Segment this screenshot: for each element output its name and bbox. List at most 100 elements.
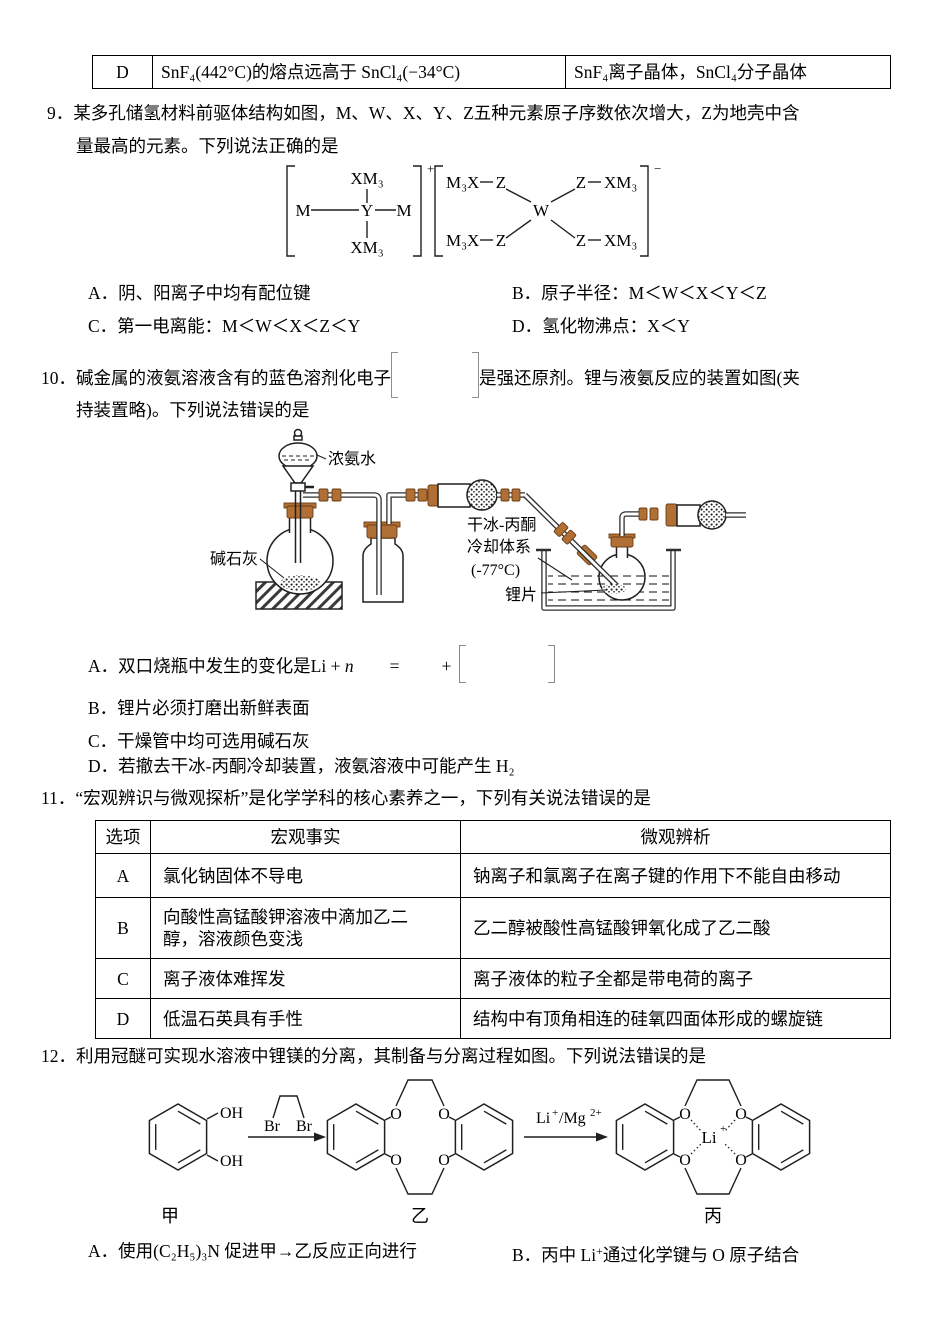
solvated-electron-placeholder: [391, 352, 479, 398]
fact-cell: SnF₄(442°C)的熔点远高于 SnCl₄(−34°C): [152, 55, 566, 89]
tube-connector: [405, 488, 416, 502]
oxygen-label: O: [390, 1106, 402, 1123]
ring-o-bond: [448, 1116, 456, 1121]
option-letter: C: [95, 958, 151, 999]
q10-option-d: D．若撤去干冰-丙酮冷却装置，液氨溶液中可能产生 H₂: [88, 756, 515, 776]
q11-stem: 11．“宏观辨识与微观探析”是化学学科的核心素养之一，下列有关说法错误的是: [41, 785, 651, 811]
q12-stem: 12．利用冠醚可实现水溶液中锂镁的分离，其制备与分离过程如图。下列说法错误的是: [41, 1043, 706, 1069]
q9-option-b: B．原子半径：M＜W＜X＜Y＜Z: [512, 283, 767, 303]
anion-tl-group: M₃X: [446, 173, 479, 192]
coordination-bond: [723, 1142, 736, 1155]
q10-option-a-prefix: A．双口烧瓶中发生的变化是: [88, 656, 311, 676]
apparatus-diagram: 浓氨水 碱石灰 干冰-丙酮 冷却体系 (-77°C) 锂片: [210, 428, 746, 611]
cation-bracket-left: [286, 165, 295, 257]
q11-number: 11．: [41, 788, 76, 808]
bing-label: 丙: [704, 1206, 722, 1226]
table-row: D SnF₄(442°C)的熔点远高于 SnCl₄(−34°C) SnF₄离子晶…: [92, 55, 891, 89]
q12-option-a: A．使用(C₂H₅)₃N 促进甲→乙反应正向进行: [88, 1241, 417, 1261]
fact-cell: 氯化钠固体不导电: [150, 853, 461, 898]
anion-diag-bl: [505, 219, 532, 239]
arrow2-label-mg-sup: 2+: [590, 1107, 602, 1119]
oh-label: OH: [220, 1105, 244, 1122]
q12-option-b: B．丙中 Li+通过化学键与 O 原子结合: [512, 1238, 799, 1268]
oxygen-label: O: [390, 1152, 402, 1169]
arrow2-label-li-sup: +: [552, 1107, 558, 1119]
cooling-label-2: 冷却体系: [467, 538, 531, 556]
q10-stem-after: 是强还原剂。锂与液氨反应的装置如图(夹: [479, 368, 800, 388]
propane-zigzag: [272, 1095, 305, 1119]
table-row: C 离子液体难挥发 离子液体的粒子全都是带电荷的离子: [95, 958, 891, 999]
analysis-cell: 结构中有顶角相连的硅氧四面体形成的螺旋链: [460, 998, 891, 1039]
anion-bracket-left: [434, 165, 443, 257]
option-letter: D: [92, 55, 153, 89]
q12-option-b-sup: +: [596, 1244, 603, 1258]
ring-o-bond: [384, 1116, 392, 1121]
pointer-line: [316, 454, 327, 460]
q9-stem-line2: 量最高的元素。下列说法正确的是: [76, 136, 339, 156]
anion-bl-z: Z: [496, 231, 506, 250]
q9-structure-diagram: + XM₃ M Y M XM₃ − M₃X Z Z XM₃ W M₃X Z Z …: [286, 161, 661, 257]
funnel-cone: [281, 465, 315, 484]
anion-tr-z: Z: [576, 173, 586, 192]
tube-connector: [331, 488, 342, 502]
pointer-line: [537, 557, 573, 581]
q10-stem-line2: 持装置略)。下列说法错误的是: [76, 400, 310, 420]
analysis-cell: 钠离子和氯离子在离子键的作用下不能自由移动: [460, 853, 891, 898]
fact-cell: 低温石英具有手性: [150, 998, 461, 1039]
q12-option-b-text2: 通过化学键与 O 原子结合: [602, 1245, 800, 1265]
ring-o-bond: [673, 1116, 681, 1121]
oh-bond: [206, 1154, 219, 1162]
analysis-cell: 乙二醇被酸性高锰酸钾氧化成了乙二酸: [460, 897, 891, 959]
tube-connector: [553, 522, 569, 537]
soda-lime-fill: [280, 575, 320, 591]
anion-bl-group: M₃X: [446, 231, 479, 250]
equation-bracket-left: [459, 645, 467, 683]
cation-bottom-group: XM₃: [350, 238, 383, 257]
anion-diag-br: [550, 219, 576, 239]
anion-charge: −: [654, 161, 661, 176]
jia-label: 甲: [161, 1206, 179, 1226]
equation-equals: =: [389, 656, 400, 676]
wash-bottle: [362, 537, 404, 603]
q12-number: 12．: [41, 1046, 76, 1066]
cation-center-atom: Y: [361, 201, 373, 220]
placeholder-bracket-right: [472, 352, 479, 398]
q10-number: 10．: [41, 368, 76, 388]
tube-to-dryer2: [619, 511, 640, 536]
anion-br-group: XM₃: [604, 231, 637, 250]
q10-option-a: A．双口烧瓶中发生的变化是Li + n=+: [88, 645, 556, 683]
funnel-stopcock: [290, 482, 306, 492]
br-label: Br: [296, 1118, 313, 1135]
dryer1-bulb: [466, 479, 498, 511]
anion-diag-tr: [550, 188, 576, 203]
equation: Li + n=+: [311, 645, 556, 683]
benzene-ring: [326, 1103, 386, 1171]
bridge-top: [684, 1079, 742, 1107]
header-analysis: 微观辨析: [460, 820, 891, 854]
coordination-bond: [690, 1142, 703, 1155]
oh-label: OH: [220, 1153, 244, 1170]
ring-o-bond: [745, 1153, 753, 1158]
equation-plus: +: [441, 656, 452, 676]
arrow2-label-li: Li: [536, 1110, 551, 1127]
q12-option-b-text1: B．丙中 Li: [512, 1245, 597, 1265]
li-ion-sup: +: [720, 1123, 726, 1135]
option-letter: D: [95, 998, 151, 1039]
benzene-ring: [148, 1103, 208, 1171]
arrow2-label-mg: /Mg: [559, 1110, 586, 1127]
option-letter: A: [95, 853, 151, 898]
li-ion-label: Li: [701, 1128, 716, 1147]
crown-ether-diagram: OH OH 甲 Br Br O O O O 乙 Li + /Mg 2+ O O …: [148, 1079, 811, 1226]
coordination-bond: [723, 1119, 736, 1133]
ammonia-label: 浓氨水: [328, 450, 376, 468]
oxygen-label: O: [438, 1152, 450, 1169]
q9-stem-text1: 某多孔储氢材料前驱体结构如图，M、W、X、Y、Z五种元素原子序数依次增大，Z为地…: [73, 103, 800, 123]
q9-option-d: D．氢化物沸点：X＜Y: [512, 316, 690, 336]
bath-dish-inner: [542, 550, 675, 610]
fact-cell: 离子液体难挥发: [150, 958, 461, 999]
cation-right-atom: M: [396, 201, 411, 220]
pointer-line: [540, 589, 607, 594]
bridge-bottom: [395, 1167, 445, 1195]
oxygen-label: O: [679, 1152, 691, 1169]
equation-bracket-right: [548, 645, 556, 683]
